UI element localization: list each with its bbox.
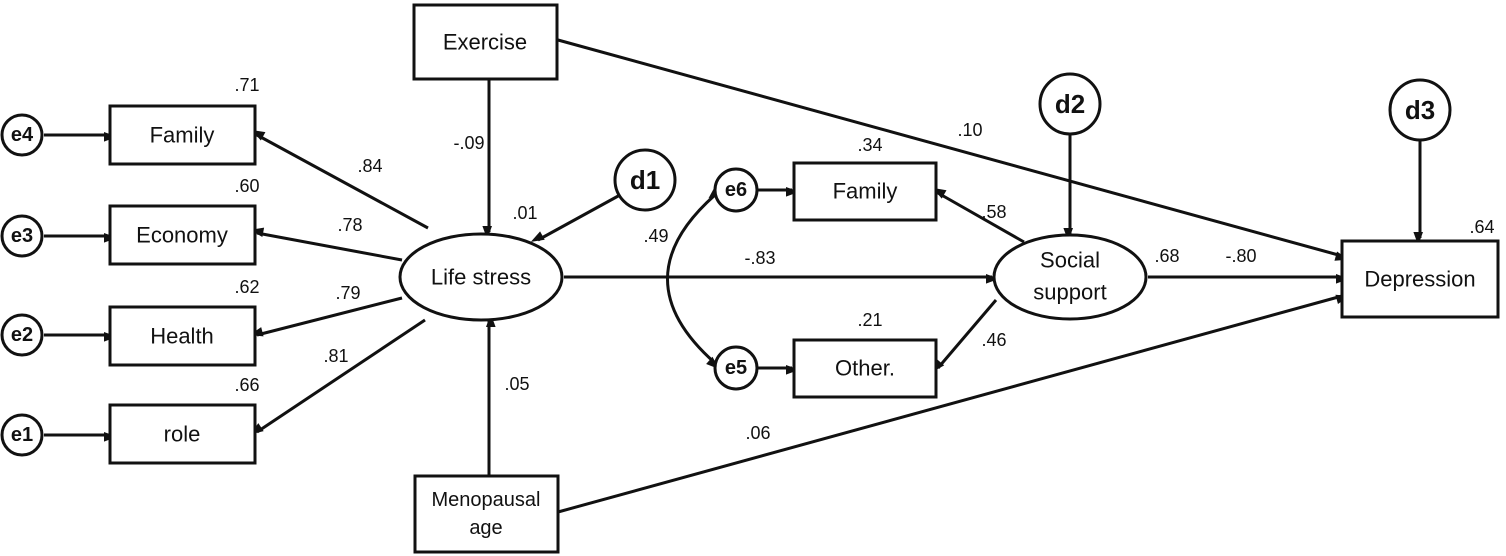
d3-label: d3 (1405, 95, 1435, 125)
coefficients: .71 .60 .62 .66 .84 .78 .79 .81 -.09 .01… (234, 75, 1494, 443)
depression-label: Depression (1364, 267, 1475, 292)
coef-load-role: .81 (323, 346, 348, 366)
coef-r2-family-ls: .71 (234, 75, 259, 95)
coef-exercise-lifestress: -.09 (453, 133, 484, 153)
coef-menopause-lifestress: .05 (504, 374, 529, 394)
coef-r2-family-ss: .34 (857, 135, 882, 155)
e5-node: e5 (713, 345, 759, 391)
d1-node: d1 (613, 148, 677, 212)
e2-node: e2 (0, 313, 44, 357)
social-label-line2: support (1033, 280, 1106, 305)
coef-load-family-ss: .58 (981, 202, 1006, 222)
e2-label: e2 (11, 324, 33, 346)
coef-r2-depression: .64 (1469, 217, 1494, 237)
e1-node: e1 (0, 413, 44, 457)
coef-e5-e6-cov: .49 (643, 226, 668, 246)
depression-node: Depression (1340, 239, 1500, 319)
e3-node: e3 (0, 214, 44, 258)
economy-label: Economy (136, 223, 228, 248)
edges (44, 38, 1423, 514)
edge-cov-e5-e6 (666, 186, 722, 370)
menopausal-label-line1: Menopausal (432, 489, 541, 511)
coef-load-health: .79 (335, 283, 360, 303)
health-label: Health (150, 324, 214, 349)
role-node: role (108, 403, 257, 465)
edge-social-family (932, 187, 1025, 244)
d3-node: d3 (1388, 78, 1452, 142)
exercise-node: Exercise (412, 3, 559, 81)
coef-lifestress-social: -.83 (744, 248, 775, 268)
economy-node: Economy (108, 204, 257, 266)
coef-r2-health: .62 (234, 277, 259, 297)
coef-load-economy: .78 (337, 215, 362, 235)
edge-exercise-depression (557, 38, 1349, 261)
social-support-node: Social support (992, 233, 1148, 321)
d2-label: d2 (1055, 89, 1085, 119)
coef-social-depression: -.80 (1225, 246, 1256, 266)
coef-load-other: .46 (981, 330, 1006, 350)
menopausal-age-node: Menopausal age (413, 474, 560, 554)
nodes: e4 e3 e2 e1 Family Economy Health (0, 3, 1500, 554)
family-ss-node: Family (792, 161, 938, 222)
coef-load-family: .84 (357, 156, 382, 176)
e6-node: e6 (713, 167, 759, 213)
e5-label: e5 (725, 357, 747, 379)
d1-label: d1 (630, 165, 660, 195)
e1-label: e1 (11, 424, 33, 446)
coef-r2-role: .66 (234, 375, 259, 395)
coef-exercise-depression: .10 (957, 120, 982, 140)
menopausal-label-line2: age (469, 517, 502, 539)
other-label: Other. (835, 356, 895, 381)
health-node: Health (108, 305, 257, 367)
edge-social-other (931, 299, 998, 373)
d2-node: d2 (1038, 72, 1102, 136)
edge-d1-lifestress (530, 193, 621, 242)
coef-r2-other: .21 (857, 310, 882, 330)
life-stress-label: Life stress (431, 265, 531, 290)
coef-r2-economy: .60 (234, 176, 259, 196)
edge-lifestress-role (250, 318, 426, 435)
edge-lifestress-family (251, 129, 429, 230)
coef-r2-lifestress: .01 (512, 203, 537, 223)
edge-lifestress-economy (250, 227, 403, 262)
role-label: role (164, 422, 201, 447)
family-ls-label: Family (150, 123, 215, 148)
other-node: Other. (792, 338, 938, 399)
exercise-label: Exercise (443, 30, 527, 55)
coef-r2-social: .68 (1154, 246, 1179, 266)
e4-node: e4 (0, 113, 44, 157)
e6-label: e6 (725, 179, 747, 201)
e4-label: e4 (11, 124, 34, 146)
social-label-line1: Social (1040, 248, 1100, 273)
edge-lifestress-health (249, 296, 403, 337)
family-ss-label: Family (833, 179, 898, 204)
edge-menopause-depression (557, 294, 1350, 514)
family-ls-node: Family (108, 104, 257, 166)
e3-label: e3 (11, 225, 33, 247)
coef-menopause-depression: .06 (745, 423, 770, 443)
life-stress-node: Life stress (398, 232, 564, 322)
